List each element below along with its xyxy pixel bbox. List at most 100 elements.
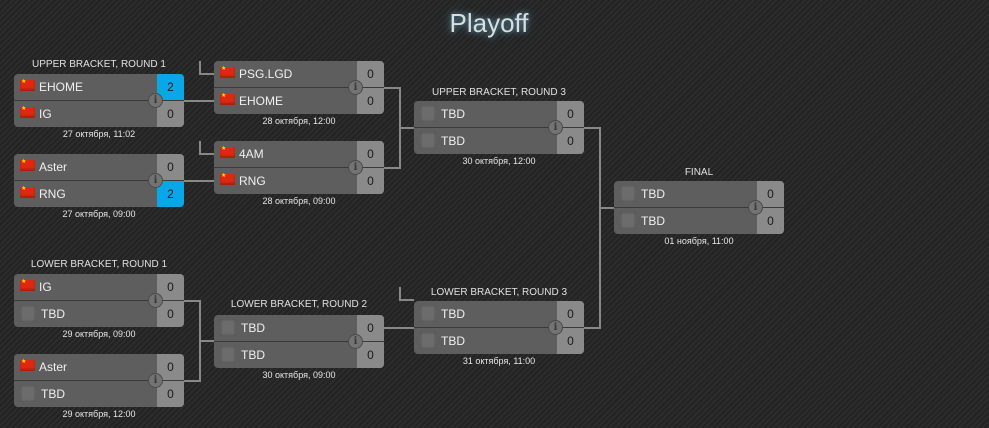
team-row[interactable]: TBD 0: [14, 381, 184, 407]
team-name: EHOME: [39, 80, 84, 94]
team-placeholder-icon: [220, 319, 236, 336]
team-name: 4AM: [239, 147, 264, 161]
info-icon[interactable]: i: [548, 120, 563, 135]
round-label-ub3: UPPER BRACKET, ROUND 3: [432, 87, 566, 98]
team-name: TBD: [41, 307, 65, 321]
connector-line: [584, 327, 600, 329]
page-title: Playoff: [449, 8, 529, 38]
round-label-lb1: LOWER BRACKET, ROUND 1: [30, 259, 168, 270]
team-placeholder-icon: [20, 305, 36, 322]
team-row[interactable]: Aster 0: [14, 154, 184, 180]
china-flag-icon: [220, 172, 235, 185]
info-icon[interactable]: i: [748, 200, 763, 215]
team-name: TBD: [441, 134, 465, 148]
connector-line: [199, 141, 201, 154]
team-score: 0: [157, 274, 184, 300]
team-score: 0: [557, 128, 584, 154]
connector-line: [399, 127, 414, 129]
team-row[interactable]: IG 0: [14, 274, 184, 300]
china-flag-icon: [220, 65, 235, 78]
connector-line: [399, 287, 401, 300]
match-card-lb2[interactable]: TBD 0 TBD 0: [214, 315, 384, 368]
team-placeholder-icon: [420, 105, 436, 122]
info-icon[interactable]: i: [148, 293, 163, 308]
divider: [214, 341, 384, 342]
connector-line: [384, 87, 400, 89]
team-row[interactable]: TBD 0: [14, 301, 184, 327]
china-flag-icon: [20, 158, 35, 171]
divider: [614, 207, 784, 208]
connector-line: [584, 127, 600, 129]
team-name: TBD: [41, 387, 65, 401]
china-flag-icon: [20, 185, 35, 198]
china-flag-icon: [20, 105, 35, 118]
match-date: 28 октября, 12:00: [262, 116, 336, 126]
info-icon[interactable]: i: [148, 93, 163, 108]
divider: [414, 127, 584, 128]
round-label-final: FINAL: [684, 167, 714, 178]
team-row[interactable]: RNG 2: [14, 181, 184, 207]
connector-line: [184, 300, 200, 302]
team-row[interactable]: Aster 0: [14, 354, 184, 380]
connector-line: [599, 127, 601, 329]
team-score: 0: [757, 208, 784, 234]
team-placeholder-icon: [620, 212, 636, 229]
divider: [214, 87, 384, 88]
team-score: 0: [157, 101, 184, 127]
connector-line: [399, 299, 414, 301]
team-row[interactable]: RNG 0: [214, 168, 384, 194]
team-name: TBD: [641, 187, 665, 201]
team-placeholder-icon: [420, 332, 436, 349]
connector-line: [384, 167, 400, 169]
match-date: 30 октября, 09:00: [262, 370, 336, 380]
team-placeholder-icon: [620, 185, 636, 202]
info-icon[interactable]: i: [548, 320, 563, 335]
team-name: RNG: [39, 187, 66, 201]
team-score: 0: [357, 88, 384, 114]
team-score: 2: [157, 181, 184, 207]
team-name: Aster: [39, 160, 68, 174]
china-flag-icon: [20, 278, 35, 291]
info-icon[interactable]: i: [348, 334, 363, 349]
team-placeholder-icon: [420, 305, 436, 322]
team-placeholder-icon: [220, 346, 236, 363]
round-label-lb2: LOWER BRACKET, ROUND 2: [230, 299, 368, 310]
team-name: RNG: [239, 174, 266, 188]
connector-line: [184, 380, 200, 382]
team-name: TBD: [241, 321, 265, 335]
team-row[interactable]: TBD 0: [414, 328, 584, 354]
team-row[interactable]: EHOME 2: [14, 74, 184, 100]
team-name: TBD: [441, 334, 465, 348]
divider: [414, 327, 584, 328]
match-date: 28 октября, 09:00: [262, 196, 336, 206]
round-label-lb3: LOWER BRACKET, ROUND 3: [430, 287, 568, 298]
info-icon[interactable]: i: [348, 160, 363, 175]
match-date: 01 ноября, 11:00: [664, 236, 734, 246]
team-score: 0: [357, 168, 384, 194]
team-row[interactable]: EHOME 0: [214, 88, 384, 114]
team-name: IG: [39, 107, 52, 121]
connector-line: [199, 61, 201, 74]
team-name: TBD: [441, 307, 465, 321]
team-row[interactable]: TBD 0: [214, 315, 384, 341]
connector-line: [199, 153, 214, 155]
team-name: TBD: [241, 348, 265, 362]
team-name: Aster: [39, 360, 68, 374]
info-icon[interactable]: i: [348, 80, 363, 95]
match-date: 30 октября, 12:00: [462, 156, 536, 166]
team-row[interactable]: TBD 0: [414, 101, 584, 127]
info-icon[interactable]: i: [148, 173, 163, 188]
team-row[interactable]: TBD 0: [414, 128, 584, 154]
connector-line: [599, 207, 614, 209]
team-row[interactable]: TBD 0: [614, 208, 784, 234]
match-card-ub3[interactable]: TBD 0 TBD 0: [414, 101, 584, 154]
team-score: 0: [157, 381, 184, 407]
info-icon[interactable]: i: [148, 373, 163, 388]
team-row[interactable]: IG 0: [14, 101, 184, 127]
china-flag-icon: [220, 145, 235, 158]
team-name: TBD: [641, 214, 665, 228]
team-name: PSG.LGD: [239, 67, 293, 81]
match-card-lb3[interactable]: TBD 0 TBD 0: [414, 301, 584, 354]
team-score: 0: [357, 342, 384, 368]
team-row[interactable]: TBD 0: [214, 342, 384, 368]
